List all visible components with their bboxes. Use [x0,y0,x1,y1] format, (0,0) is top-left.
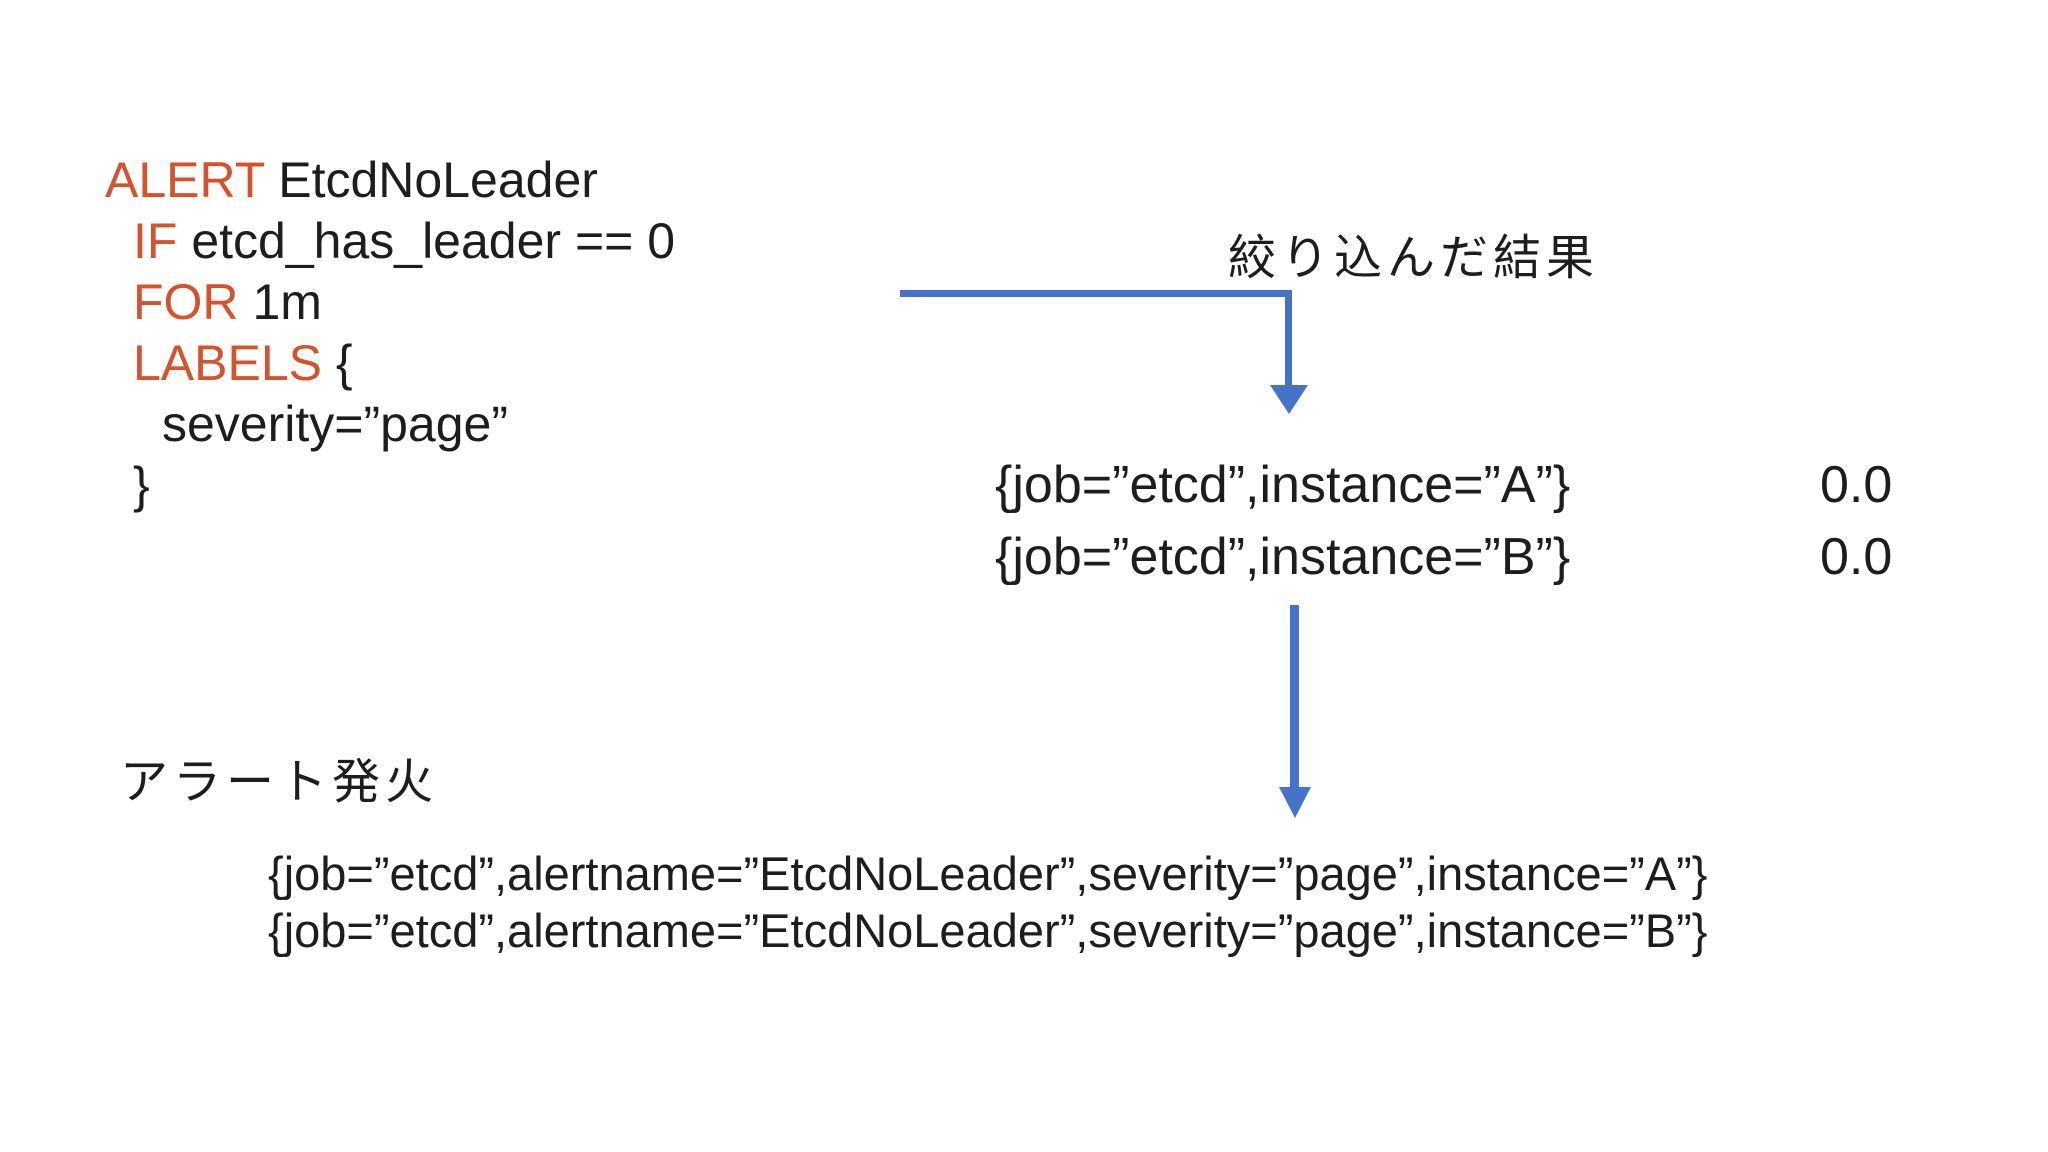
down-arrow-head-icon [1279,787,1311,818]
alert-rule-code: ALERT EtcdNoLeader IF etcd_has_leader ==… [105,150,675,516]
filtered-results-list: {job=”etcd”,instance=”A”} 0.0 {job=”etcd”… [995,449,1892,593]
code-line-severity: severity=”page” [105,394,675,455]
elbow-arrow-head-icon [1270,385,1308,414]
keyword-if: IF [133,213,178,269]
fired-alert-row: {job=”etcd”,alertname=”EtcdNoLeader”,sev… [268,904,1708,957]
code-text: etcd_has_leader == 0 [177,213,676,269]
code-text: } [133,457,150,513]
filtered-result-row: {job=”etcd”,instance=”B”} 0.0 [995,521,1892,593]
code-text: 1m [238,274,322,330]
series-selector: {job=”etcd”,instance=”A”} [995,456,1571,514]
code-line-closing-brace: } [105,455,675,516]
filtered-result-row: {job=”etcd”,instance=”A”} 0.0 [995,449,1892,521]
filtered-result-label: 絞り込んだ結果 [1228,232,1600,285]
down-arrow-shaft [1290,605,1299,789]
code-text: { [322,335,353,391]
code-line-alert: ALERT EtcdNoLeader [105,150,675,211]
code-line-labels: LABELS { [105,333,675,394]
code-text: EtcdNoLeader [264,152,598,208]
series-value: 0.0 [1820,456,1893,514]
keyword-for: FOR [133,274,239,330]
alert-fired-label: アラート発火 [120,756,439,809]
series-value: 0.0 [1820,528,1893,586]
fired-alert-row: {job=”etcd”,alertname=”EtcdNoLeader”,sev… [268,847,1708,900]
series-selector: {job=”etcd”,instance=”B”} [995,528,1571,586]
keyword-labels: LABELS [133,335,323,391]
code-text: severity=”page” [162,396,508,452]
code-line-if: IF etcd_has_leader == 0 [105,211,675,272]
keyword-alert: ALERT [105,152,265,208]
elbow-arrow-horizontal-segment [900,290,1292,297]
code-line-for: FOR 1m [105,272,675,333]
elbow-arrow-vertical-segment [1285,290,1292,387]
fired-alerts-list: {job=”etcd”,alertname=”EtcdNoLeader”,sev… [268,845,1708,959]
